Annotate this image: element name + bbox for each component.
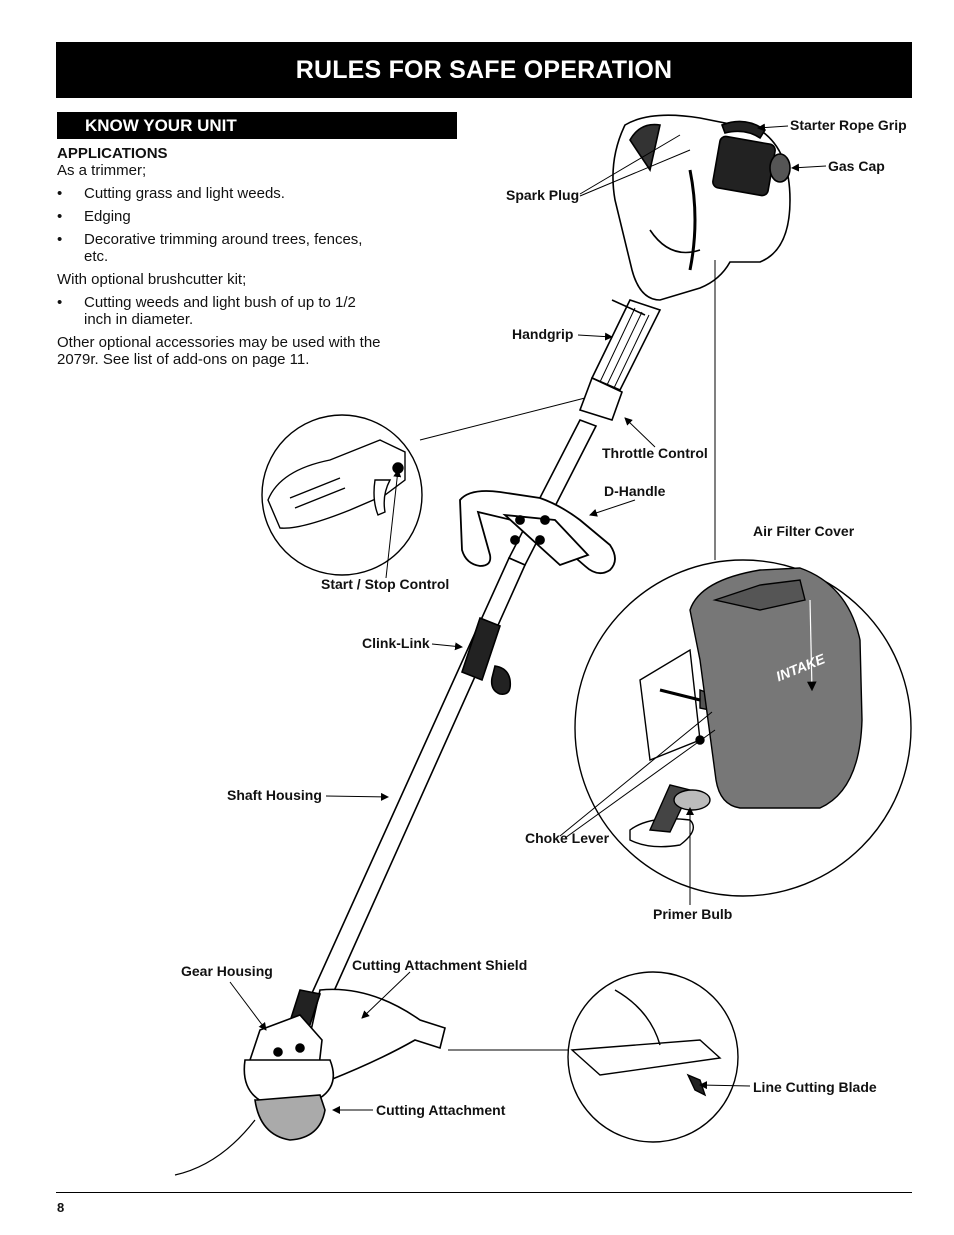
label-cutting-attachment: Cutting Attachment [376,1102,506,1118]
label-start-stop-control: Start / Stop Control [321,576,450,592]
applications-text: APPLICATIONS As a trimmer; Cutting grass… [57,145,387,368]
list-item: Edging [57,208,387,225]
footer-rule [56,1192,912,1193]
label-handgrip: Handgrip [512,326,574,342]
shaft-illustration [310,556,527,1002]
label-primer-bulb: Primer Bulb [653,906,733,922]
accessories-note: Other optional accessories may be used w… [57,334,381,368]
label-cutting-attachment-shield: Cutting Attachment Shield [352,957,528,973]
section-header: KNOW YOUR UNIT [57,112,457,139]
label-d-handle: D-Handle [604,483,666,499]
d-handle-illustration [459,490,616,575]
list-item: Decorative trimming around trees, fences… [57,231,387,265]
handgrip-illustration [578,299,662,421]
cutting-head-illustration [174,988,446,1176]
label-line-cutting-blade: Line Cutting Blade [753,1079,877,1095]
label-choke-lever: Choke Lever [525,830,610,846]
brush-intro: With optional brushcutter kit; [57,271,247,288]
brush-list: Cutting weeds and light bush of up to 1/… [57,294,387,328]
page-title: RULES FOR SAFE OPERATION [295,55,673,84]
list-item: Cutting grass and light weeds. [57,185,387,202]
list-item: Cutting weeds and light bush of up to 1/… [57,294,387,328]
line-cutting-blade-detail [448,971,739,1143]
page-title-bar: RULES FOR SAFE OPERATION [56,42,912,98]
label-throttle-control: Throttle Control [602,445,708,461]
applications-heading: APPLICATIONS [57,145,168,162]
air-filter-detail [574,260,912,897]
label-gas-cap: Gas Cap [828,158,885,174]
engine-illustration [612,114,791,301]
label-clink-link: Clink-Link [362,635,430,651]
page-number: 8 [57,1200,65,1215]
trimmer-intro: As a trimmer; [57,162,147,179]
start-stop-detail [261,397,586,576]
label-spark-plug: Spark Plug [506,187,580,203]
trimmer-list: Cutting grass and light weeds. Edging De… [57,185,387,265]
label-shaft-housing: Shaft Housing [227,787,322,803]
label-starter-rope-grip: Starter Rope Grip [790,117,907,133]
label-gear-housing: Gear Housing [181,963,273,979]
section-title: KNOW YOUR UNIT [85,115,237,135]
label-air-filter-cover: Air Filter Cover [753,523,855,539]
callout-lines [229,123,827,1114]
